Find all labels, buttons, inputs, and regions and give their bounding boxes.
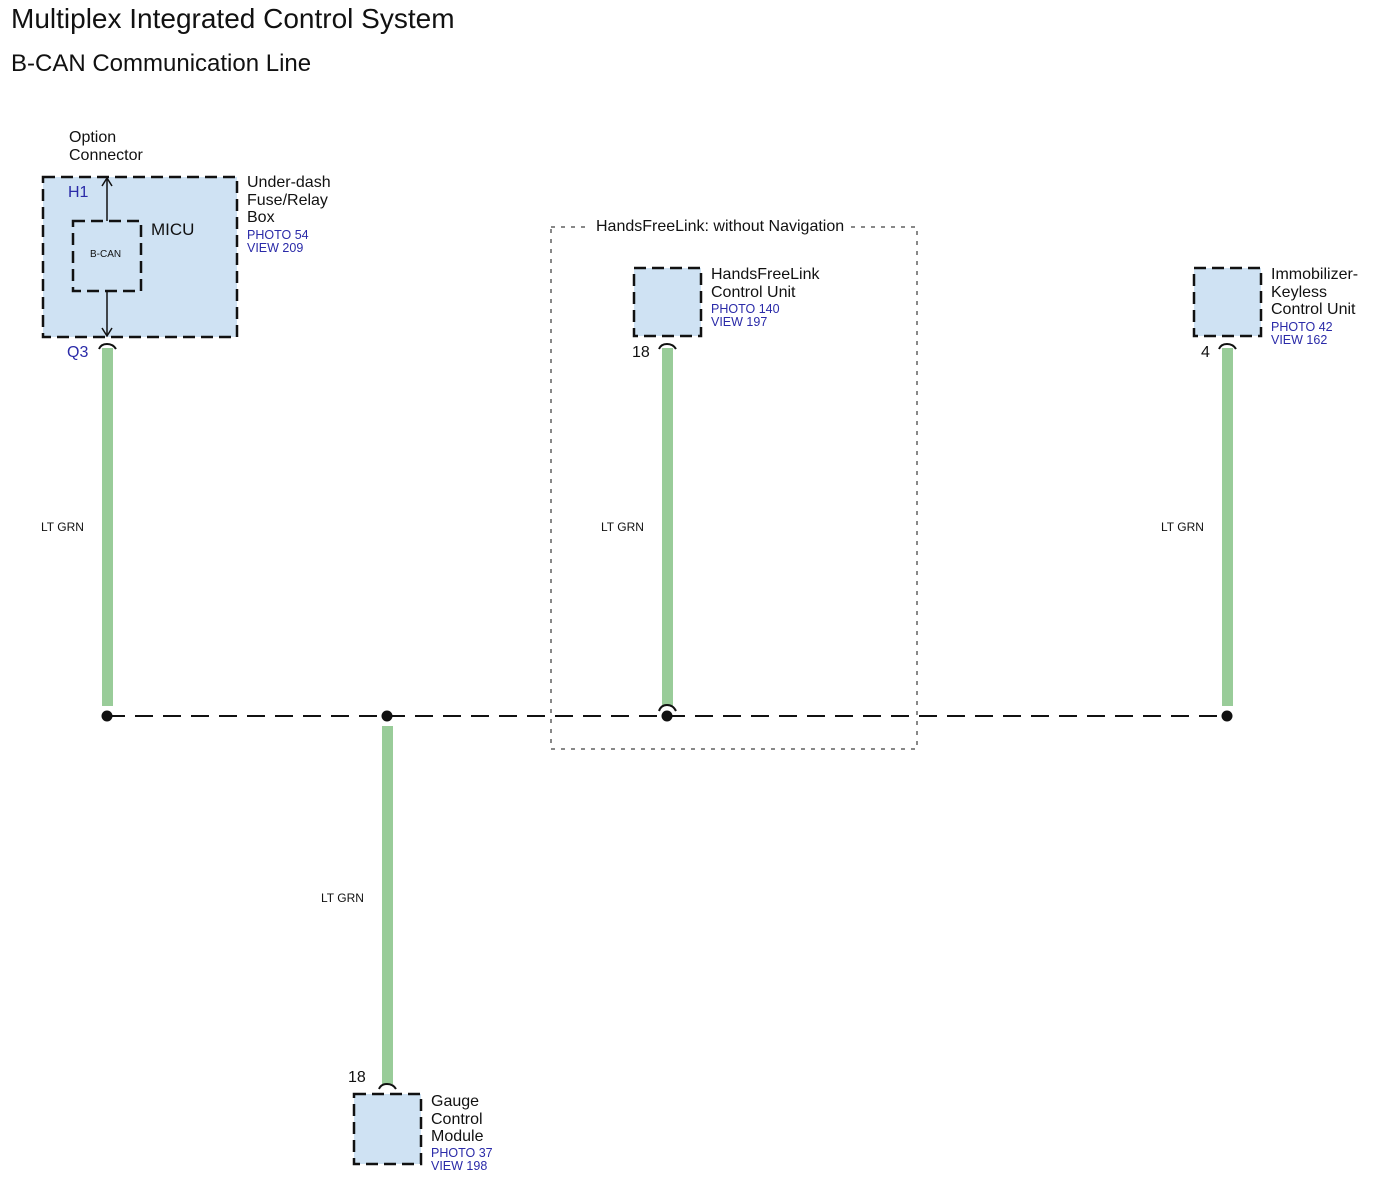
immobilizer-refs: PHOTO 42 VIEW 162 [1271, 321, 1333, 347]
gauge-name-line-2: Control [431, 1110, 483, 1128]
gauge-name: Gauge Control Module [431, 1093, 483, 1146]
micu-wire[interactable] [102, 348, 113, 706]
hfl-terminal-cap [658, 342, 677, 350]
gauge-name-line-3: Module [431, 1128, 484, 1145]
micu-label: MICU [151, 220, 195, 239]
junction-micu [101, 710, 113, 722]
fuse-box-refs: PHOTO 54 VIEW 209 [247, 229, 309, 255]
fuse-box-name: Under-dash Fuse/Relay Box [247, 174, 331, 227]
handsfreelink-name-line-1: HandsFreeLink [711, 266, 820, 283]
micu-bcan-block[interactable] [71, 219, 143, 293]
immobilizer-terminal-cap [1218, 342, 1237, 350]
gauge-name-line-1: Gauge [431, 1093, 480, 1110]
junction-immobilizer [1221, 710, 1233, 722]
fuse-box-name-line-1: Under-dash [247, 174, 331, 191]
micu-wire-color-label: LT GRN [41, 520, 84, 534]
hfl-wire-color-label: LT GRN [601, 520, 644, 534]
handsfreelink-control-unit[interactable] [632, 266, 703, 338]
arrow-down-head [101, 327, 113, 338]
gauge-view-link[interactable]: VIEW 198 [431, 1159, 488, 1173]
immobilizer-name: Immobilizer- Keyless Control Unit [1271, 266, 1358, 319]
immobilizer-name-line-1: Immobilizer- [1271, 266, 1359, 283]
junction-gauge [381, 710, 393, 722]
gauge-wire[interactable] [382, 726, 393, 1084]
pin-h1: H1 [68, 184, 89, 201]
gauge-pin: 18 [348, 1069, 366, 1086]
gauge-control-module[interactable] [352, 1092, 423, 1166]
pin-q3: Q3 [67, 344, 89, 361]
immobilizer-name-line-3: Control Unit [1271, 301, 1356, 318]
gauge-terminal-cap [378, 1082, 397, 1090]
hfl-bus-cap [658, 703, 677, 712]
handsfreelink-pin: 18 [632, 344, 650, 361]
handsfreelink-photo-link[interactable]: PHOTO 140 [711, 302, 780, 316]
bcan-block-label: B-CAN [90, 249, 122, 260]
handsfreelink-name-line-2: Control Unit [711, 283, 796, 301]
immobilizer-wire[interactable] [1222, 348, 1233, 706]
immobilizer-wire-color-label: LT GRN [1161, 520, 1204, 534]
immobilizer-name-line-2: Keyless [1271, 283, 1328, 301]
fuse-box-view-link[interactable]: VIEW 209 [247, 241, 304, 255]
immobilizer-pin: 4 [1201, 344, 1210, 361]
q3-terminal-cap [98, 342, 117, 350]
fuse-box-name-line-3: Box [247, 209, 275, 226]
gauge-refs: PHOTO 37 VIEW 198 [431, 1147, 493, 1173]
immobilizer-view-link[interactable]: VIEW 162 [1271, 333, 1328, 347]
handsfreelink-view-link[interactable]: VIEW 197 [711, 315, 768, 329]
option-connector-line-1: Option [69, 129, 117, 146]
gauge-photo-link[interactable]: PHOTO 37 [431, 1146, 493, 1160]
immobilizer-control-unit[interactable] [1192, 266, 1263, 338]
gauge-wire-color-label: LT GRN [321, 891, 364, 905]
immobilizer-photo-link[interactable]: PHOTO 42 [1271, 320, 1333, 334]
page-subtitle: B-CAN Communication Line [11, 50, 312, 77]
handsfreelink-refs: PHOTO 140 VIEW 197 [711, 303, 780, 329]
option-connector-line-2: Connector [69, 146, 143, 164]
handsfreelink-group-label: HandsFreeLink: without Navigation [590, 218, 851, 236]
page-title: Multiplex Integrated Control System [11, 3, 455, 34]
fuse-box-photo-link[interactable]: PHOTO 54 [247, 228, 309, 242]
hfl-wire[interactable] [662, 348, 673, 706]
option-connector-label: Option Connector [69, 129, 143, 164]
arrow-up-head [101, 176, 113, 187]
handsfreelink-name: HandsFreeLink Control Unit [711, 266, 820, 301]
fuse-box-name-line-2: Fuse/Relay [247, 191, 328, 209]
junction-hfl [661, 710, 673, 722]
